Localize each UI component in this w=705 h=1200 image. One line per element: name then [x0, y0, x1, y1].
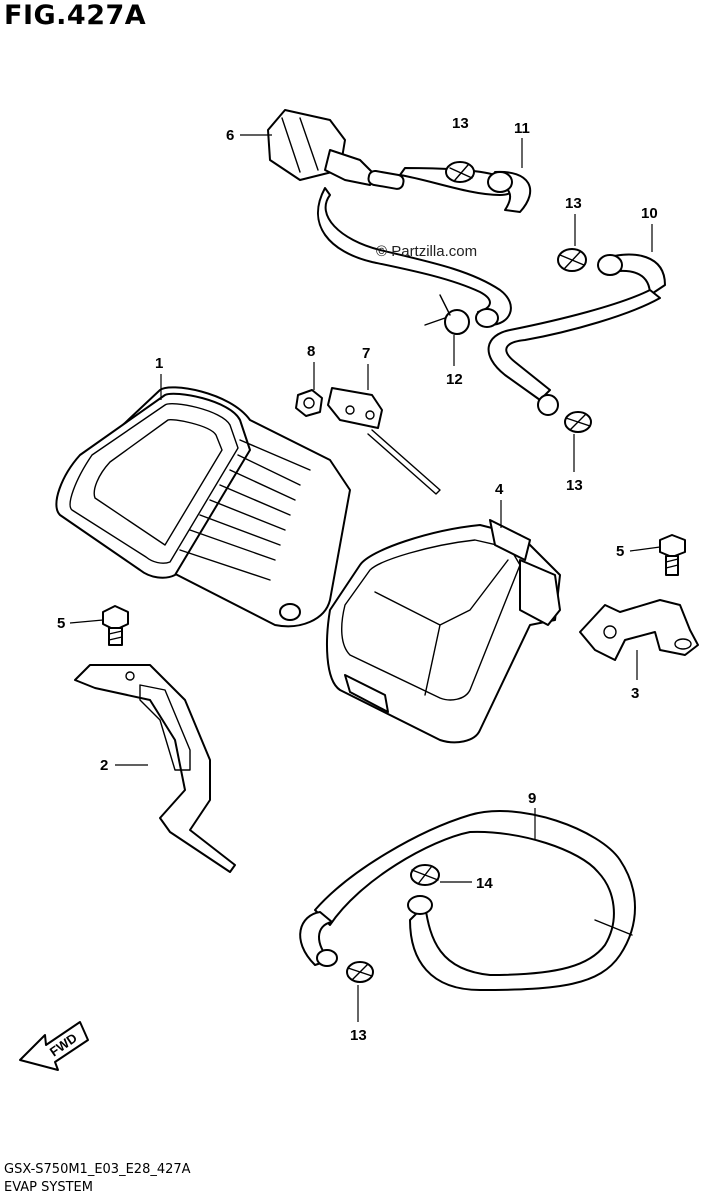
callout-2: 2 — [100, 757, 108, 774]
part-7-bracket[interactable] — [327, 387, 441, 495]
callout-13-a: 13 — [452, 115, 469, 132]
figure-title: FIG.427A — [4, 0, 147, 31]
callout-14: 14 — [476, 875, 493, 892]
part-2-bracket[interactable] — [74, 664, 236, 873]
callout-13-c: 13 — [566, 477, 583, 494]
callout-12: 12 — [446, 371, 463, 388]
callout-5-left: 5 — [57, 615, 65, 632]
part-12-clip[interactable] — [424, 294, 470, 335]
part-hose-lower-loop[interactable] — [317, 187, 512, 328]
callout-8: 8 — [307, 343, 315, 360]
figure-name: EVAP SYSTEM — [4, 1180, 93, 1195]
part-1-canister[interactable] — [55, 386, 351, 628]
callout-10: 10 — [641, 205, 658, 222]
figure-code: GSX-S750M1_E03_E28_427A — [4, 1162, 191, 1177]
callout-11: 11 — [514, 120, 530, 137]
part-6-purge-valve[interactable] — [267, 109, 405, 190]
callout-13-d: 13 — [350, 1027, 367, 1044]
callout-1: 1 — [155, 355, 163, 372]
callout-5-right: 5 — [616, 543, 624, 560]
callout-7: 7 — [362, 345, 370, 362]
part-8-nut[interactable] — [295, 389, 323, 417]
part-13-clamp-c[interactable] — [564, 411, 592, 433]
callout-4: 4 — [495, 481, 504, 498]
watermark: © Partzilla.com — [376, 243, 477, 260]
part-4-cover[interactable] — [326, 519, 561, 744]
part-13-clamp-a[interactable] — [445, 161, 475, 183]
part-5-bolt-left[interactable] — [102, 605, 129, 646]
callout-9: 9 — [528, 790, 536, 807]
fwd-arrow-icon: FWD — [19, 1021, 89, 1071]
part-14-clamp[interactable] — [410, 864, 440, 886]
callout-3: 3 — [631, 685, 639, 702]
part-10-hose[interactable] — [487, 253, 666, 416]
part-13-clamp-b[interactable] — [557, 248, 587, 272]
callout-13-b: 13 — [565, 195, 582, 212]
part-3-bracket[interactable] — [579, 599, 699, 661]
callout-6: 6 — [226, 127, 234, 144]
part-5-bolt-right[interactable] — [659, 534, 686, 576]
part-9-hose[interactable] — [299, 810, 636, 991]
part-13-clamp-d[interactable] — [346, 961, 374, 983]
